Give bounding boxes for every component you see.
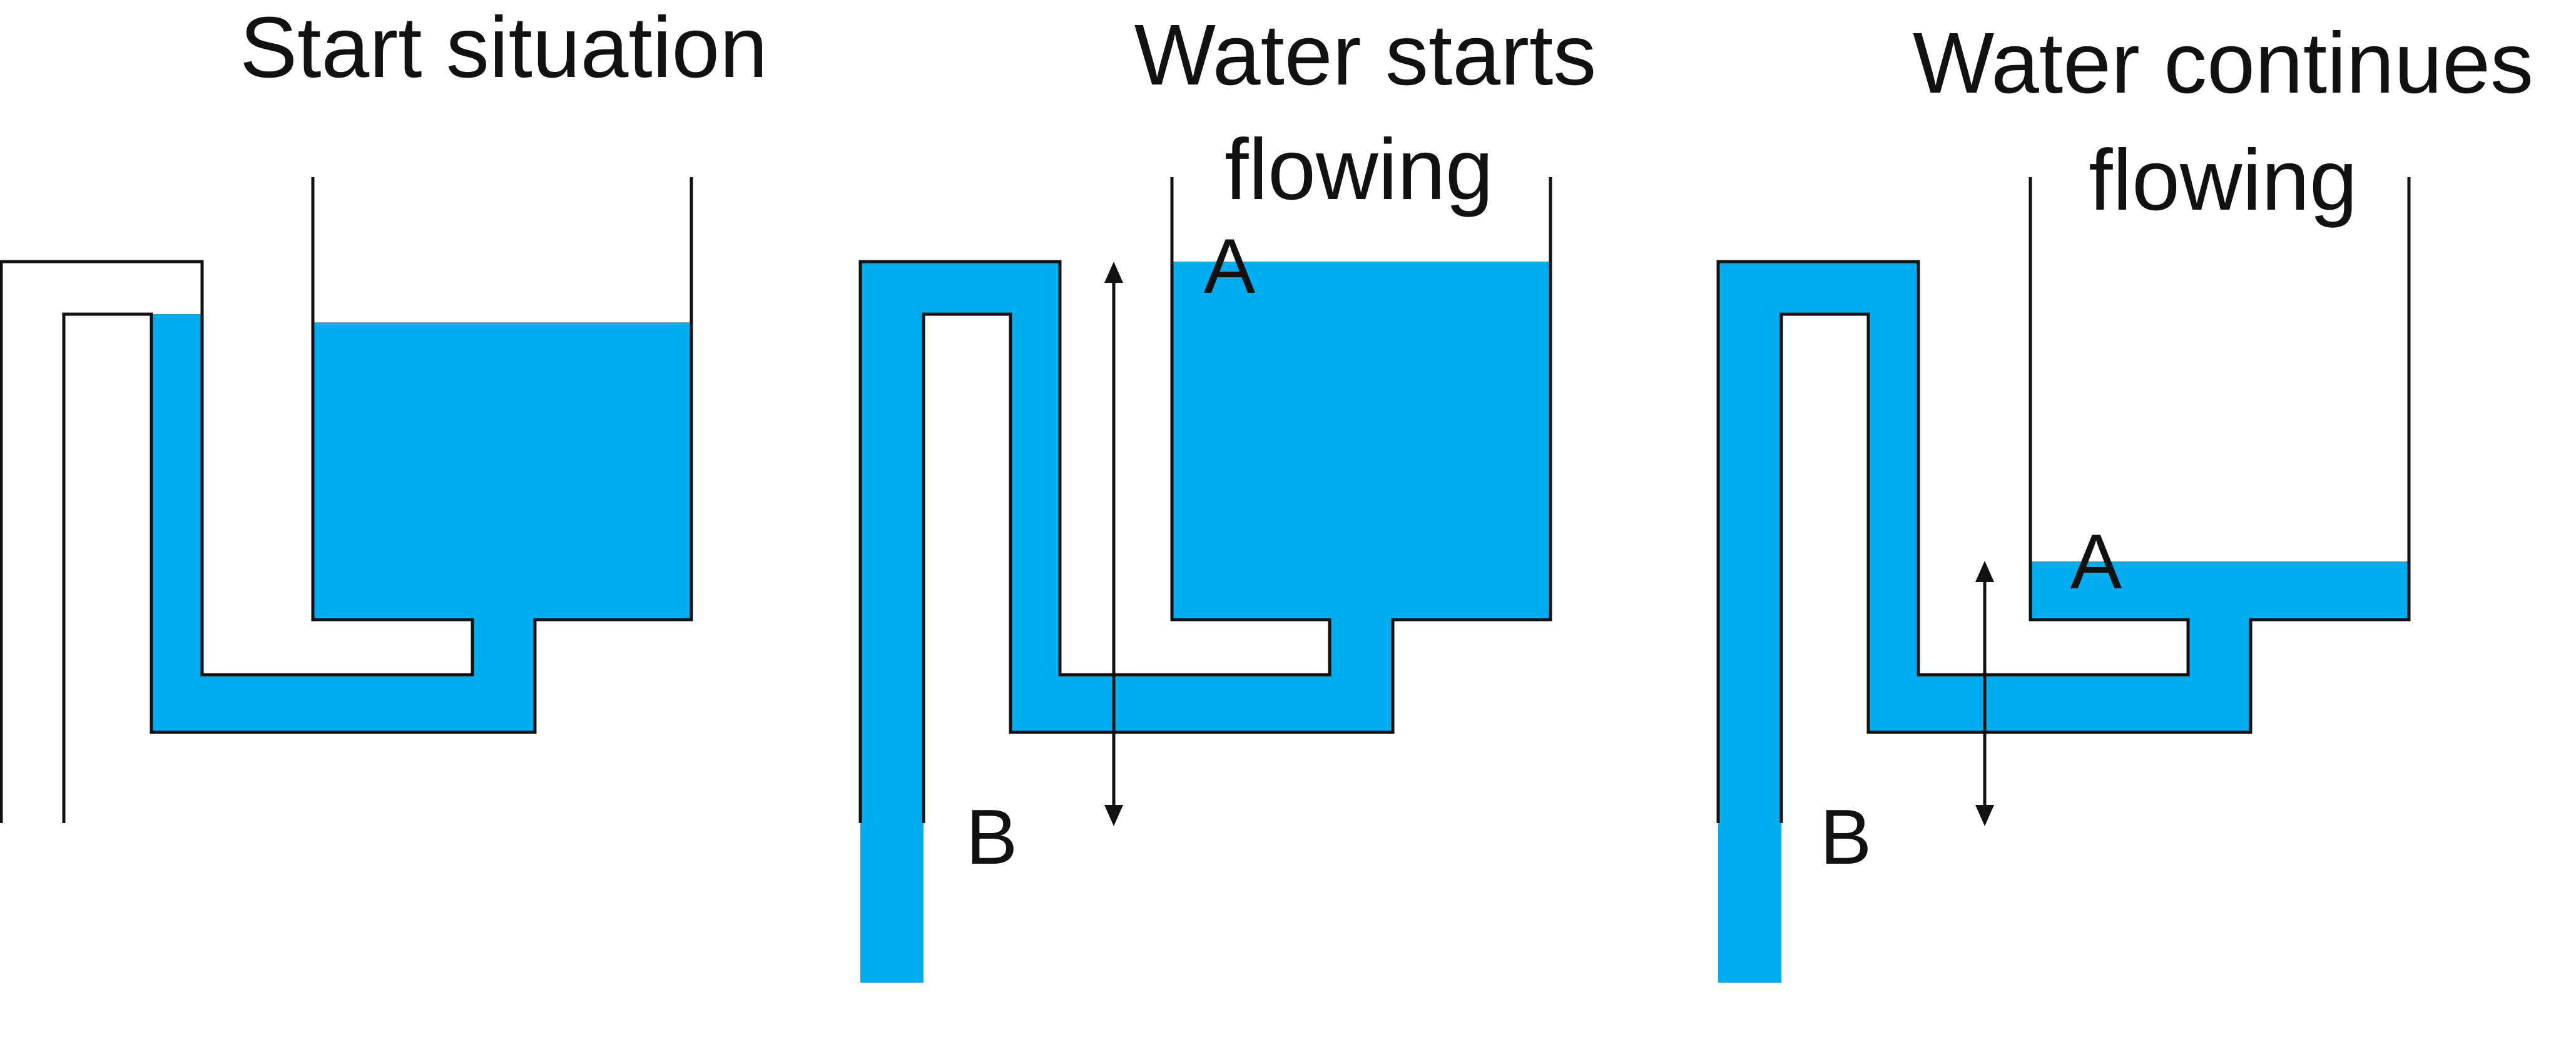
siphon-outer-wall [858,177,1331,823]
point-b-label: B [966,794,1018,881]
siphon-water [860,262,1393,823]
panel-start-situation: Start situation [0,0,768,823]
outlet-stream [860,823,924,983]
siphon-outer-wall [0,177,474,823]
panel-water-starts-flowing: Water starts flowing A B [858,7,1597,983]
panel-water-continues-flowing: Water continues flowing A B [1716,15,2533,983]
point-b-label: B [1820,794,1872,881]
panel-1-title: Start situation [240,0,768,96]
height-difference-arrow [1104,262,1123,826]
siphon-water [1718,262,2251,823]
panel-2-title-line-2: flowing [1224,121,1494,218]
tank-water [313,322,691,620]
siphon-inner-wall [1779,177,2411,823]
panel-3-title-line-2: flowing [2089,132,2358,228]
tank-water [1172,262,1550,620]
point-a-label: A [1204,223,1256,310]
point-a-label: A [2070,519,2122,605]
panel-3-title-line-1: Water continues [1913,15,2533,111]
height-difference-arrow [1975,561,1994,826]
siphon-water [151,314,535,732]
siphon-outer-wall [1716,177,2190,823]
siphon-inner-wall [62,177,693,823]
siphon-inner-wall [922,177,1552,823]
tank-water [2030,561,2409,620]
outlet-stream [1718,823,1781,983]
panel-2-title-line-1: Water starts [1134,7,1597,103]
